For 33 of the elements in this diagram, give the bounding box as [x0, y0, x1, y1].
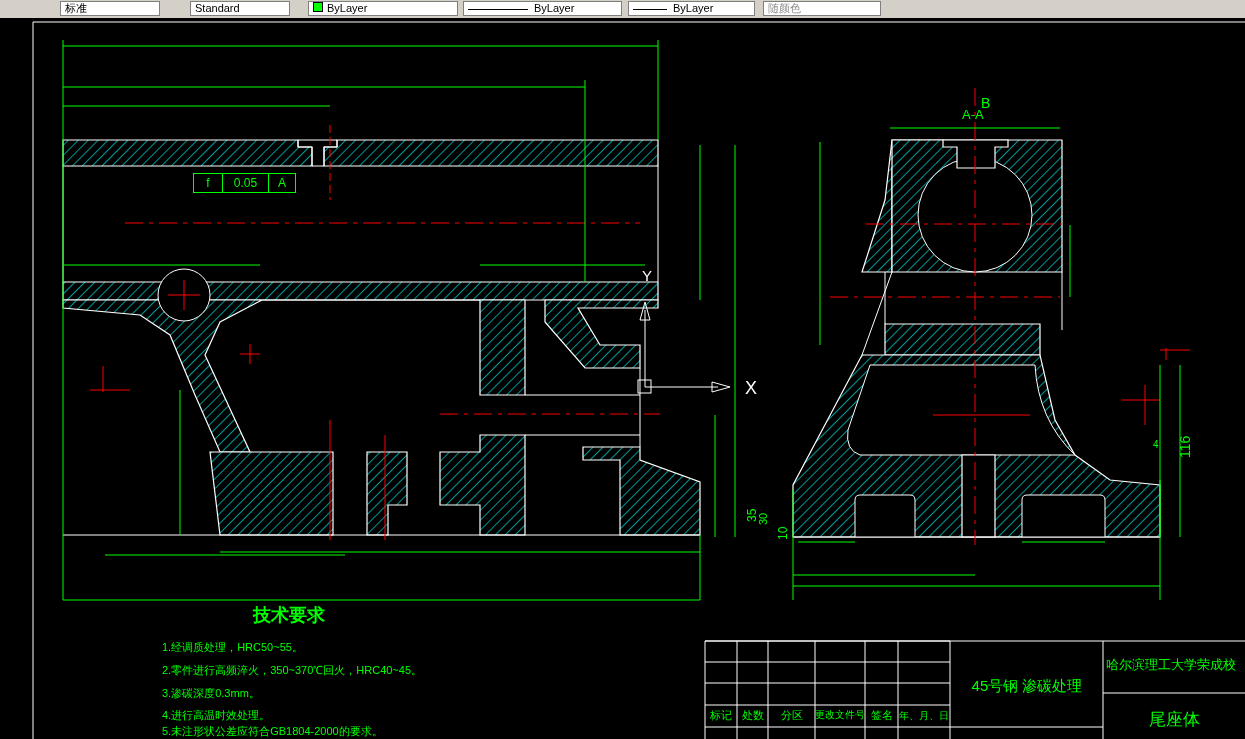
dimension-text: 10 — [777, 526, 789, 540]
tolerance-frame-cell: f — [193, 173, 223, 193]
column-header: 分区 — [779, 710, 804, 721]
column-header: 更改文件号 — [815, 710, 865, 720]
dimension-text: 30 — [758, 512, 769, 525]
lineweight-dropdown: ByLayer — [628, 1, 755, 16]
requirement-text: 1.经调质处理，HRC50~55。 — [162, 642, 303, 653]
section-label: B — [981, 96, 991, 110]
material-text: 45号钢 渗碳处理 — [970, 678, 1084, 693]
school-name: 哈尔滨理工大学荣成校 — [1106, 658, 1236, 671]
section-label: A-A — [962, 108, 984, 121]
heading: 技术要求 — [253, 606, 325, 624]
text-style-dropdown: 标准 — [60, 1, 160, 16]
axis-label: Y — [642, 268, 652, 283]
axis-label: X — [745, 379, 757, 397]
color-dropdown: ByLayer — [308, 1, 458, 16]
tolerance-frame-cell: A — [268, 173, 296, 193]
dimension-style-dropdown: Standard — [190, 1, 290, 16]
dimension-text: 35 — [746, 508, 758, 522]
dimension-text: 116 — [1178, 435, 1192, 458]
requirement-text: 2.零件进行高频淬火，350~370℃回火，HRC40~45。 — [162, 665, 423, 676]
dimension-text: 4 — [1153, 440, 1159, 450]
tolerance-frame-cell: 0.05 — [222, 173, 269, 193]
requirement-text: 5.未注形状公差应符合GB1804-2000的要求。 — [162, 726, 383, 737]
column-header: 签名 — [869, 710, 894, 721]
requirement-text: 4.进行高温时效处理。 — [162, 710, 271, 721]
column-header: 处数 — [740, 710, 765, 721]
column-header: 标记 — [709, 710, 733, 721]
column-header: 年、月、日 — [898, 711, 950, 721]
linetype-dropdown: ByLayer — [463, 1, 622, 16]
part-name: 尾座体 — [1147, 711, 1201, 728]
requirement-text: 3.渗碳深度0.3mm。 — [162, 688, 260, 699]
plot-style-dropdown: 随颜色 — [763, 1, 881, 16]
